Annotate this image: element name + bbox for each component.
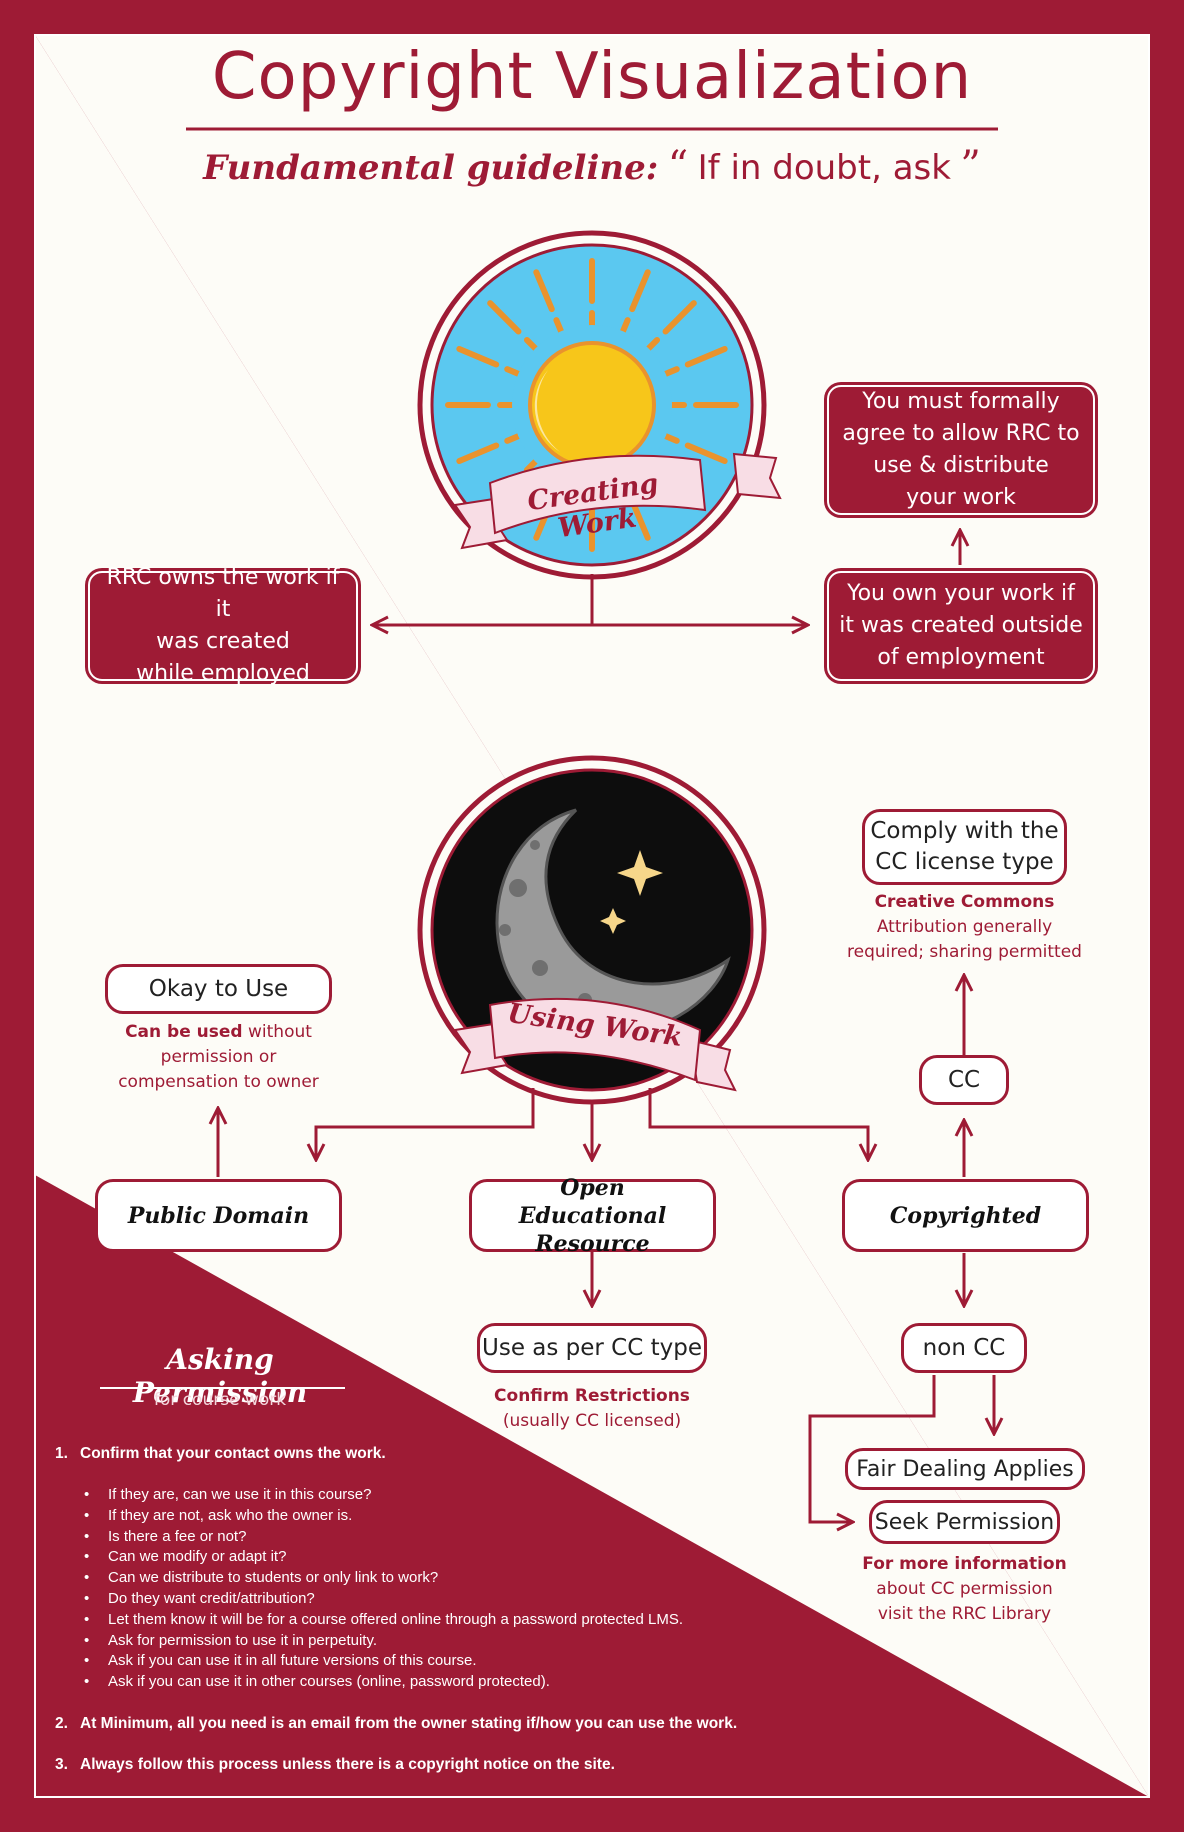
checklist-item: If they are not, ask who the owner is.: [84, 1506, 683, 1527]
oer-line: Open: [560, 1174, 625, 1201]
rrc-owns-line: while employed: [136, 661, 310, 686]
step-number: 1.: [55, 1445, 68, 1462]
moon-icon: [495, 808, 731, 1035]
step-text: At Minimum, all you need is an email fro…: [80, 1715, 738, 1732]
okay-note-line: compensation to owner: [118, 1072, 319, 1092]
okay-to-use-note: Can be used without permission or compen…: [80, 1020, 357, 1095]
ribbon-using: [453, 997, 737, 1092]
ribbon-creating: [453, 452, 782, 550]
confirm-note-bold: Confirm Restrictions: [494, 1386, 690, 1406]
checklist-item: Is there a fee or not?: [84, 1527, 683, 1548]
open-quote: “: [667, 143, 689, 189]
seek-permission-box: Seek Permission: [869, 1500, 1060, 1544]
confirm-note-line: (usually CC licensed): [502, 1411, 682, 1431]
rrc-owns-line: RRC owns the work if it: [106, 565, 340, 622]
step-number: 2.: [55, 1715, 68, 1732]
okay-note-line: permission or: [160, 1047, 277, 1067]
asking-permission-subtitle: for course work: [153, 1390, 287, 1410]
comply-line: CC license type: [875, 849, 1054, 875]
cc-box: CC: [919, 1055, 1009, 1105]
star-icon: [617, 850, 663, 896]
checklist-item: Ask for permission to use it in perpetui…: [84, 1631, 683, 1652]
cc-note-line: Attribution generally: [876, 917, 1053, 937]
checklist-item: Ask if you can use it in other courses (…: [84, 1672, 683, 1693]
must-agree-line: your work: [906, 485, 1016, 510]
star-icon: [600, 908, 626, 934]
confirm-restrictions-note: Confirm Restrictions (usually CC license…: [450, 1384, 734, 1434]
checklist-item: Do they want credit/attribution?: [84, 1589, 683, 1610]
okay-note-rest: without: [242, 1022, 312, 1042]
info-note-line: about CC permission: [876, 1579, 1053, 1599]
creative-commons-note: Creative Commons Attribution generally r…: [832, 890, 1097, 965]
must-agree-line: use & distribute: [873, 453, 1049, 478]
non-cc-box: non CC: [901, 1323, 1027, 1373]
checklist-item: If they are, can we use it in this cours…: [84, 1485, 683, 1506]
connectors-creating: [372, 530, 960, 625]
fundamental-guideline: Fundamental guideline: “ If in doubt, as…: [0, 143, 1184, 189]
checklist-item: Let them know it will be for a course of…: [84, 1610, 683, 1631]
checklist-item: Can we distribute to students or only li…: [84, 1568, 683, 1589]
page-title: Copyright Visualization: [211, 40, 973, 114]
paper-border: [34, 34, 1150, 1798]
you-own-box: You own your work if it was created outs…: [827, 571, 1095, 681]
you-own-line: it was created outside: [839, 613, 1083, 638]
step-number: 3.: [55, 1756, 68, 1773]
rrc-owns-line: was created: [156, 629, 290, 654]
checklist-item: Ask if you can use it in all future vers…: [84, 1651, 683, 1672]
more-info-note: For more information about CC permission…: [832, 1552, 1097, 1627]
step-2: 2. At Minimum, all you need is an email f…: [55, 1715, 737, 1733]
oer-box: Open Educational Resource: [469, 1175, 716, 1257]
use-as-per-cc-box: Use as per CC type: [477, 1323, 707, 1373]
guideline-text: If in doubt, ask: [697, 148, 951, 188]
must-agree-line: agree to allow RRC to: [842, 421, 1080, 446]
comply-line: Comply with the: [870, 818, 1059, 844]
asking-permission-rule: [100, 1387, 345, 1389]
fair-dealing-box: Fair Dealing Applies: [845, 1448, 1085, 1490]
must-agree-box: You must formally agree to allow RRC to …: [827, 385, 1095, 515]
guideline-label: Fundamental guideline:: [203, 148, 659, 188]
info-note-bold: For more information: [862, 1554, 1067, 1574]
rrc-owns-box: RRC owns the work if it was created whil…: [88, 565, 358, 686]
copyrighted-box: Copyrighted: [842, 1179, 1089, 1252]
checklist-item: Can we modify or adapt it?: [84, 1547, 683, 1568]
cc-note-bold: Creative Commons: [874, 892, 1055, 912]
cc-note-line: required; sharing permitted: [847, 942, 1082, 962]
public-domain-box: Public Domain: [95, 1179, 342, 1252]
asking-permission-title: Asking Permission: [132, 1343, 308, 1409]
step-1: 1. Confirm that your contact owns the wor…: [55, 1445, 386, 1463]
permission-checklist: If they are, can we use it in this cours…: [84, 1485, 683, 1693]
step-text: Always follow this process unless there …: [80, 1756, 615, 1773]
step-3: 3. Always follow this process unless ther…: [55, 1756, 615, 1774]
close-quote: ”: [960, 143, 981, 189]
okay-note-bold: Can be used: [125, 1022, 243, 1042]
connectors-using: [218, 975, 994, 1522]
oer-line: Educational Resource: [518, 1202, 667, 1257]
you-own-line: You own your work if: [847, 581, 1075, 606]
okay-to-use-box: Okay to Use: [105, 964, 332, 1014]
sun-icon: [528, 341, 656, 469]
comply-box: Comply with the CC license type: [862, 809, 1067, 885]
info-note-line: visit the RRC Library: [877, 1604, 1052, 1624]
step-text: Confirm that your contact owns the work.: [80, 1445, 386, 1462]
must-agree-line: You must formally: [862, 389, 1060, 414]
you-own-line: of employment: [877, 645, 1045, 670]
